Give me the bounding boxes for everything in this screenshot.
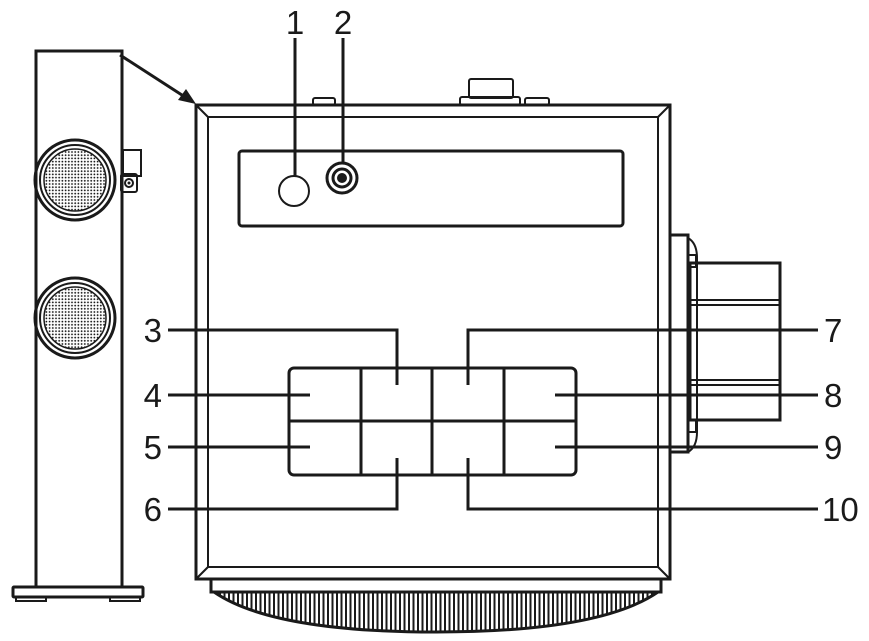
callout-3: 3 — [144, 312, 162, 349]
front-base — [211, 579, 661, 592]
right-bracket — [670, 235, 780, 452]
callout-6: 6 — [144, 491, 162, 528]
side-clip — [121, 150, 141, 192]
top-controls — [313, 79, 549, 105]
side-speaker-bottom — [35, 278, 115, 358]
side-speaker-top — [35, 140, 115, 220]
callout-2: 2 — [334, 4, 352, 41]
callout-5: 5 — [144, 429, 162, 466]
leader-3 — [168, 330, 397, 385]
callout-9: 9 — [824, 429, 842, 466]
button-panel — [289, 368, 576, 475]
display-window — [239, 151, 623, 226]
side-foot-left — [16, 597, 46, 601]
sensor-window — [279, 176, 309, 206]
callout-4: 4 — [144, 377, 162, 414]
callout-numbers: 1 2 3 4 5 6 7 8 9 10 — [144, 4, 859, 528]
side-base — [13, 587, 143, 597]
side-foot-right — [110, 597, 140, 601]
callout-10: 10 — [822, 491, 859, 528]
leader-7 — [468, 330, 818, 385]
view-arrow — [120, 55, 196, 104]
callout-8: 8 — [824, 377, 842, 414]
headphone-jack — [327, 163, 357, 193]
leader-6 — [168, 458, 397, 509]
callout-1: 1 — [286, 4, 304, 41]
front-view — [196, 79, 780, 634]
callout-7: 7 — [824, 312, 842, 349]
bottom-speaker-grille — [214, 592, 658, 634]
leader-10 — [468, 458, 818, 509]
side-view — [13, 51, 143, 601]
leader-lines — [168, 38, 818, 509]
front-housing-inner — [208, 117, 658, 567]
